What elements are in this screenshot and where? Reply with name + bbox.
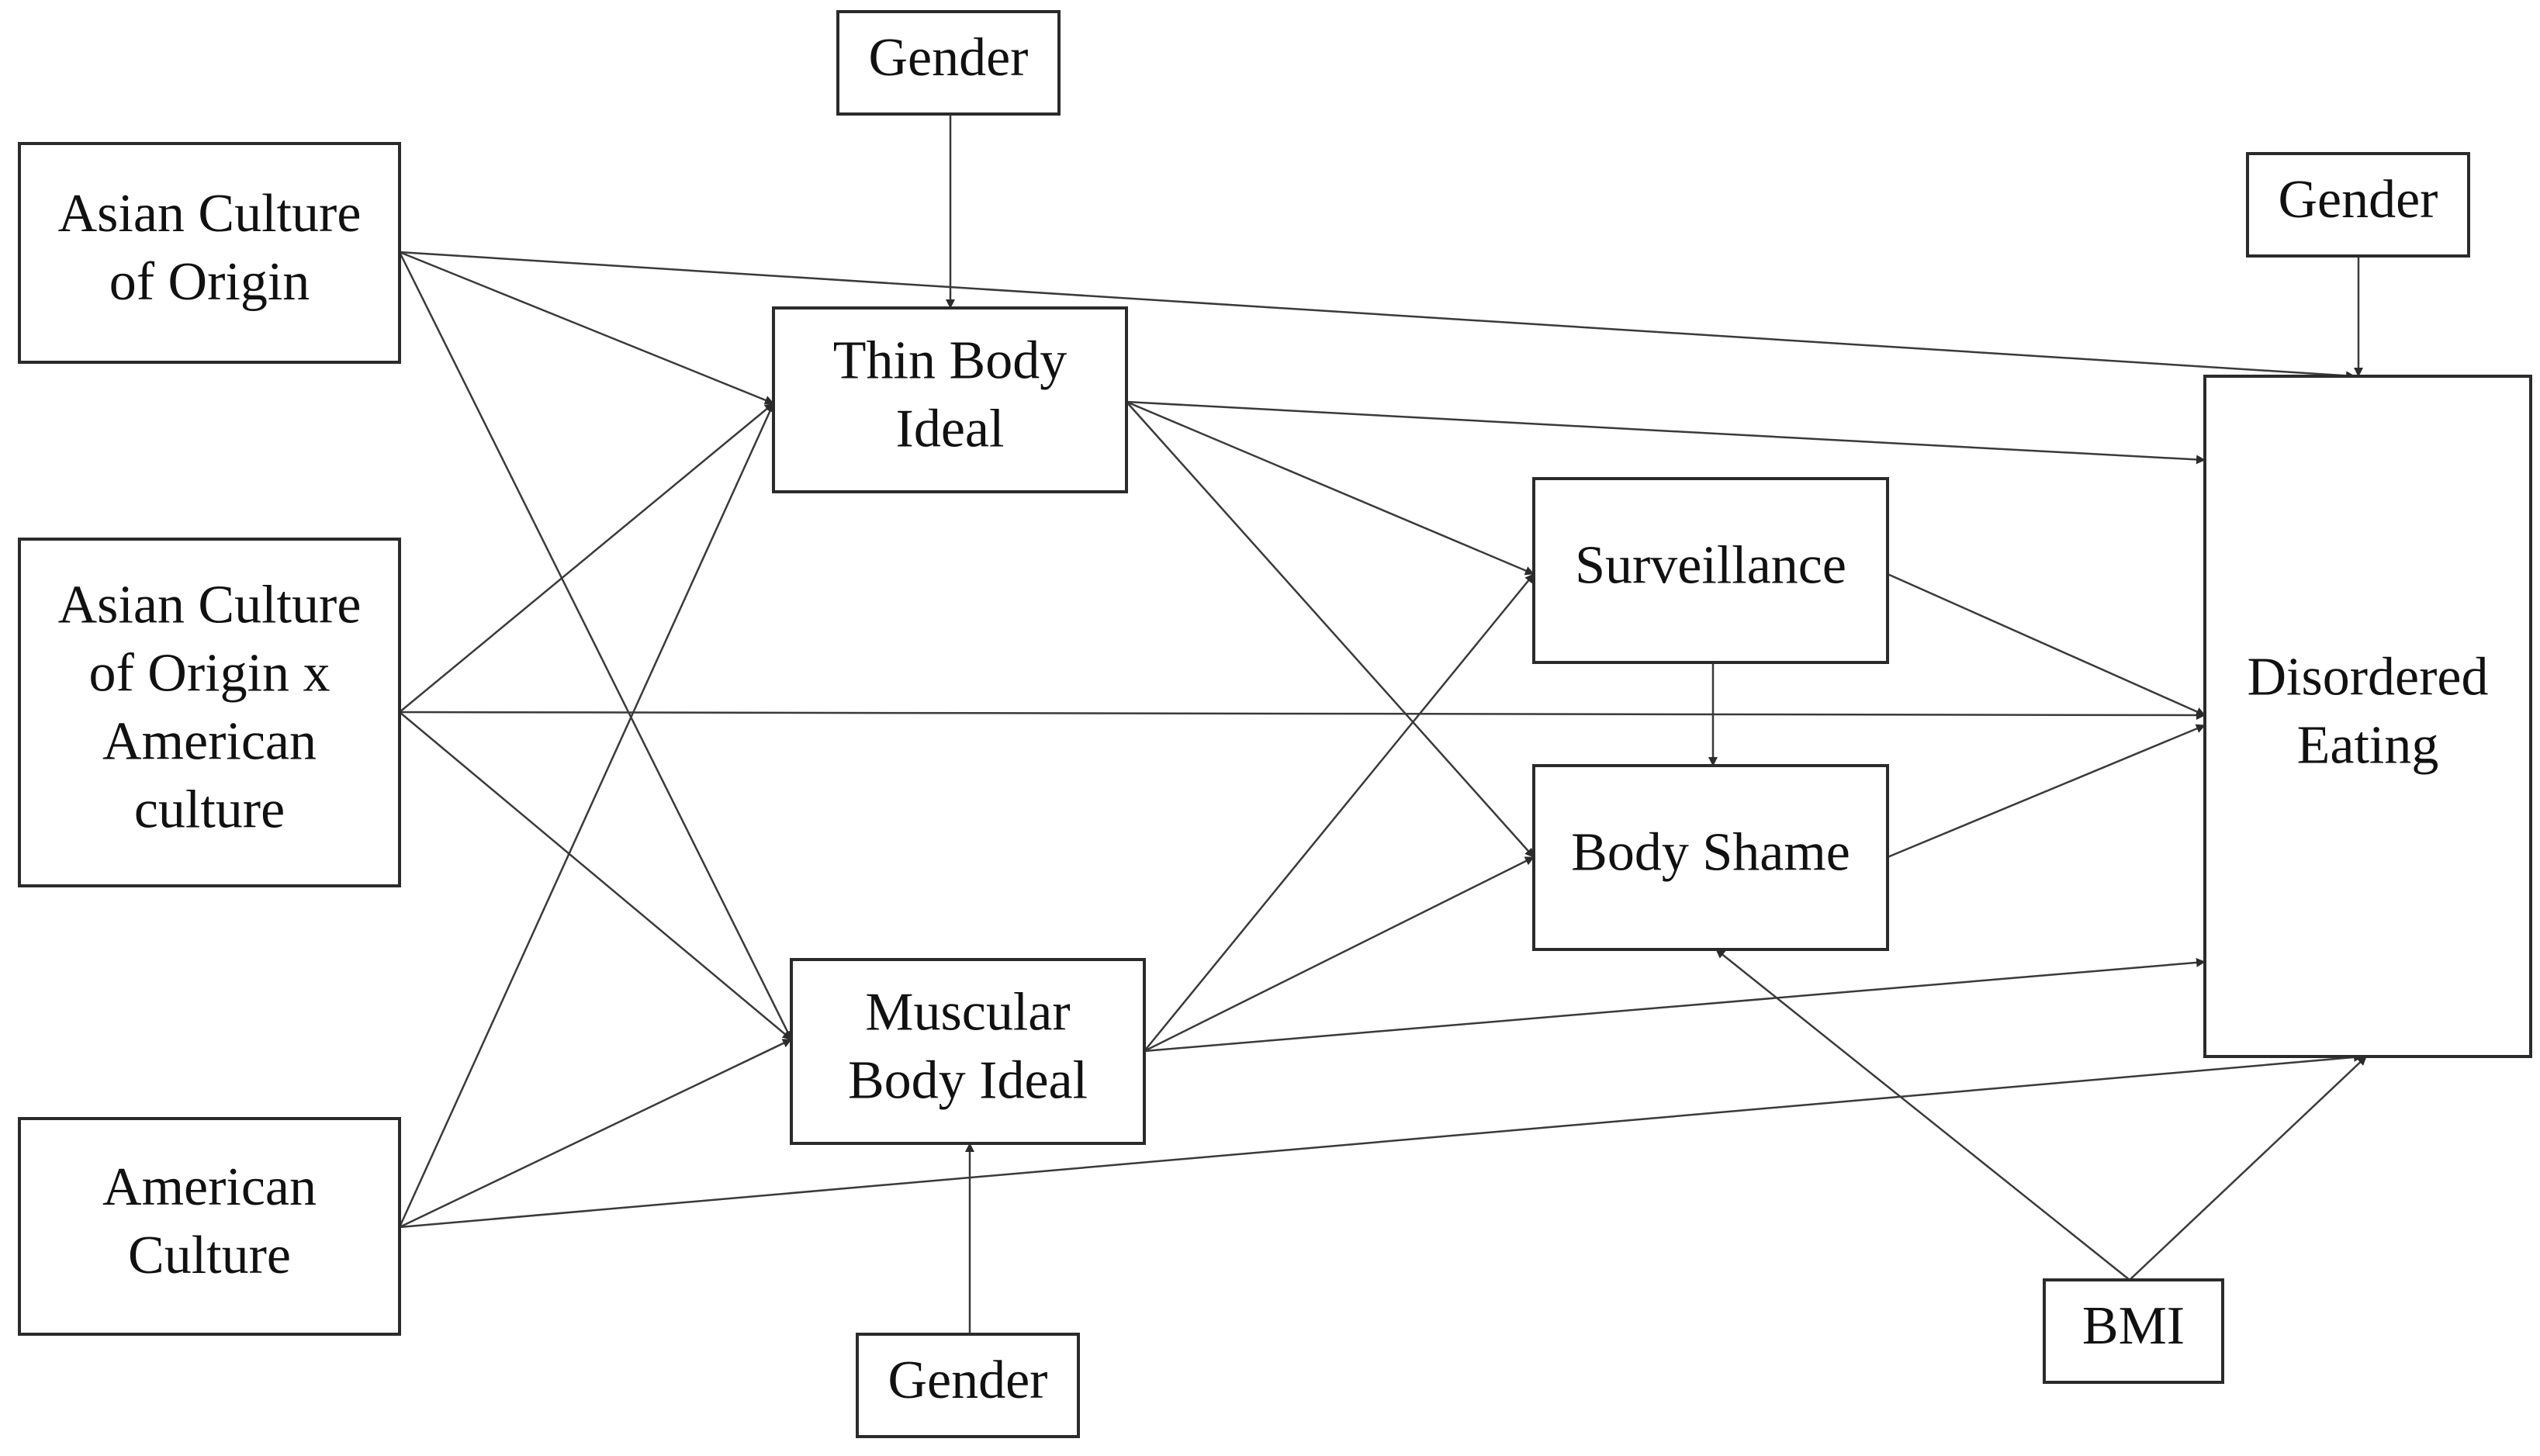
- arrow-bmi-to-disordered-eating: [2129, 1056, 2367, 1281]
- node-gender-bottom-label-line: Gender: [888, 1351, 1047, 1410]
- arrow-thin-ideal-to-surveillance: [1126, 400, 1535, 576]
- node-bmi-box: [2043, 1278, 2224, 1384]
- node-asian-culture-label-line: of Origin: [109, 252, 310, 312]
- arrow-american-culture-to-disordered-eating: [399, 1052, 2363, 1229]
- arrow-muscular-ideal-to-surveillance: [1144, 573, 1535, 1052]
- arrow-asian-culture-to-thin-ideal: [399, 251, 774, 405]
- arrow-american-culture-to-thin-ideal: [398, 403, 775, 1228]
- node-gender-right: Gender: [2246, 152, 2470, 258]
- arrow-surveillance-to-disordered-eating: [1887, 572, 2206, 717]
- node-body-shame-box: [1532, 764, 1889, 951]
- arrow-asian-culture-to-disordered-eating: [399, 251, 2355, 381]
- node-american-culture-label-line: Culture: [128, 1226, 291, 1285]
- node-thin-ideal-box: [772, 306, 1128, 493]
- node-gender-top-label-line: Gender: [868, 28, 1028, 88]
- arrow-asian-culture-to-muscular-ideal: [398, 251, 793, 1040]
- node-gender-top-box: [836, 10, 1061, 116]
- node-surveillance: Surveillance: [1532, 477, 1889, 664]
- node-asian-x-american-label-line: Asian Culture: [58, 576, 362, 635]
- node-asian-x-american-label-line: of Origin x: [88, 644, 330, 704]
- node-disordered-eating-label-line: Disordered: [2247, 648, 2488, 707]
- node-disordered-eating-label-line: Eating: [2297, 716, 2439, 776]
- node-bmi: BMI: [2043, 1278, 2224, 1384]
- node-gender-right-label-line: Gender: [2278, 170, 2438, 230]
- node-body-shame-label-line: Body Shame: [1571, 823, 1850, 883]
- node-surveillance-box: [1532, 477, 1889, 664]
- node-surveillance-label-line: Surveillance: [1575, 536, 1846, 596]
- node-asian-x-american-label-line: culture: [134, 780, 285, 840]
- node-american-culture-label-line: American: [102, 1157, 317, 1217]
- node-disordered-eating-box: [2203, 375, 2532, 1058]
- arrow-muscular-ideal-to-body-shame: [1144, 856, 1535, 1053]
- node-asian-culture-label-line: Asian Culture: [58, 184, 362, 244]
- arrow-thin-ideal-to-body-shame: [1126, 401, 1535, 858]
- node-muscular-ideal-label-line: Muscular: [865, 983, 1070, 1043]
- node-muscular-ideal-box: [790, 958, 1146, 1145]
- node-gender-top: Gender: [836, 10, 1061, 116]
- node-gender-right-box: [2246, 152, 2470, 258]
- node-body-shame: Body Shame: [1532, 764, 1889, 951]
- node-bmi-label-line: BMI: [2082, 1296, 2185, 1356]
- node-asian-culture: Asian Culture of Origin: [18, 142, 401, 364]
- node-thin-ideal-label-line: Thin Body: [833, 331, 1067, 391]
- arrow-body-shame-to-disordered-eating: [1887, 724, 2206, 859]
- arrow-muscular-ideal-to-disordered-eating: [1144, 957, 2206, 1053]
- node-gender-bottom: Gender: [856, 1333, 1080, 1438]
- node-asian-x-american-label-line: American: [102, 712, 317, 772]
- node-asian-x-american: Asian Culture of Origin x American culture: [18, 538, 401, 887]
- node-gender-bottom-box: [856, 1333, 1080, 1438]
- arrow-asian-x-american-to-muscular-ideal: [399, 711, 792, 1040]
- node-asian-x-american-box: [18, 538, 401, 887]
- node-american-culture-box: [18, 1117, 401, 1336]
- node-thin-ideal-label-line: Ideal: [896, 399, 1005, 459]
- arrow-asian-x-american-to-thin-ideal: [399, 403, 774, 713]
- arrow-bmi-to-body-shame: [1715, 949, 2130, 1281]
- edge-layer: [398, 114, 2367, 1334]
- node-asian-culture-box: [18, 142, 401, 364]
- arrow-asian-x-american-to-disordered-eating: [399, 710, 2206, 720]
- arrow-american-culture-to-muscular-ideal: [399, 1038, 792, 1229]
- arrow-thin-ideal-to-disordered-eating: [1126, 400, 2206, 465]
- node-muscular-ideal-label-line: Body Ideal: [848, 1051, 1088, 1111]
